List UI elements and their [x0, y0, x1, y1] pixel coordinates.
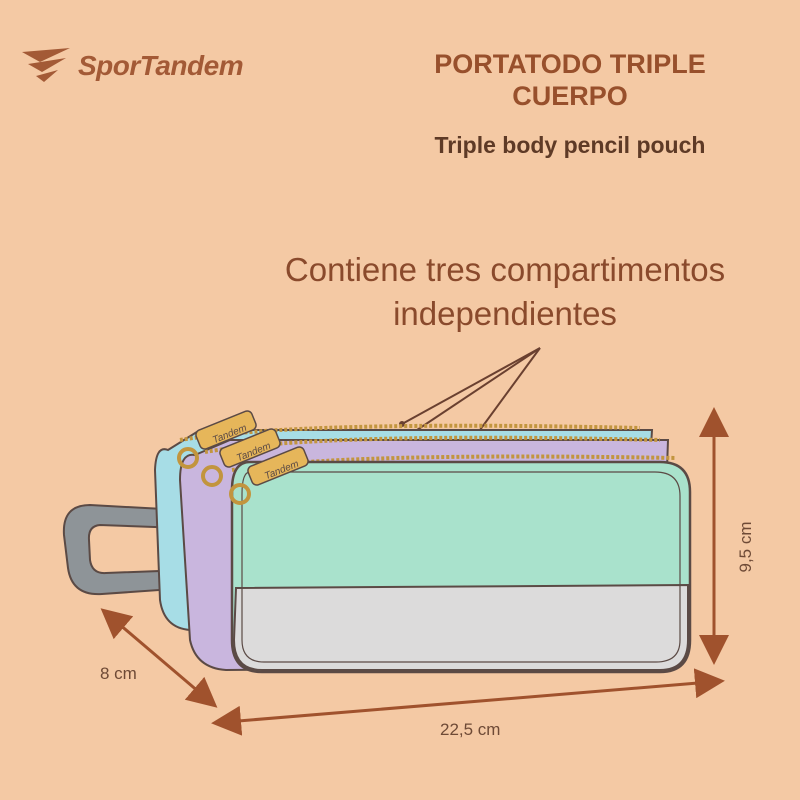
brand-logo: SporTandem — [20, 44, 310, 88]
compartments-callout: Contiene tres compartimentos independien… — [284, 251, 726, 332]
brand-swoosh-icon — [22, 48, 70, 82]
brand-name: SporTandem — [78, 50, 244, 81]
depth-dimension-arrow — [100, 608, 218, 708]
depth-label: 8 cm — [100, 664, 137, 683]
width-dimension-arrow — [211, 668, 725, 736]
height-label: 9,5 cm — [736, 521, 755, 573]
width-label: 22,5 cm — [440, 720, 501, 739]
product-subtitle: Triple body pencil pouch — [434, 132, 706, 158]
product-title: PORTATODO TRIPLE CUERPO — [434, 49, 706, 111]
